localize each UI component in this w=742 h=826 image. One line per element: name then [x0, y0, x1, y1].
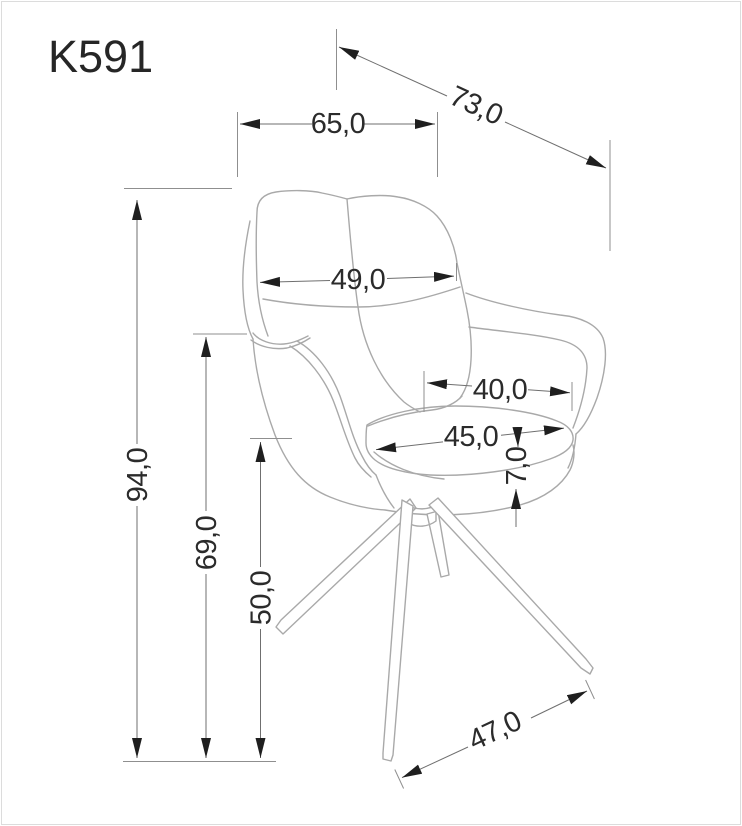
- leg-back-middle: [426, 510, 450, 578]
- dim-seat-height-label: 50,0: [246, 571, 278, 625]
- dim-overall-height-label: 94,0: [122, 448, 154, 502]
- dim-overall-width: 65,0: [237, 108, 438, 177]
- seat-cushion: [365, 405, 574, 477]
- leg-front-right: [428, 497, 594, 675]
- backrest-outline: [255, 189, 472, 399]
- chair-drawing: [242, 189, 607, 762]
- dim-seat-thickness-label: 7,0: [501, 447, 533, 486]
- back-shell-left-edge: [242, 220, 254, 340]
- dim-base-depth-label: 47,0: [464, 705, 527, 757]
- seat-front-edge: [375, 474, 395, 509]
- dim-overall-depth-label: 73,0: [445, 80, 508, 132]
- dim-seat-width: 45,0: [375, 421, 565, 453]
- dim-base-depth: 47,0: [394, 679, 595, 789]
- left-wing-roll-bottom: [250, 337, 311, 350]
- backrest-horizontal-seam: [262, 286, 461, 308]
- dim-overall-width-label: 65,0: [311, 108, 365, 140]
- seat-back-junction-seam: [367, 395, 463, 427]
- leg-front-left: [382, 499, 414, 762]
- left-wing-inner-curve: [289, 345, 372, 478]
- dim-backrest-width-label: 49,0: [331, 264, 385, 296]
- dim-armrest-height-label: 69,0: [191, 516, 223, 570]
- right-armrest-outer: [465, 292, 607, 435]
- dim-seat-depth: 40,0: [423, 371, 573, 412]
- seat-cushion-seam: [373, 451, 445, 480]
- backrest-center-seam: [346, 198, 421, 413]
- dim-backrest-width: 49,0: [259, 263, 457, 296]
- left-wing-roll-top: [252, 332, 309, 345]
- dim-overall-depth: 73,0: [336, 29, 611, 251]
- dim-seat-height: 50,0: [246, 438, 292, 758]
- page-title: K591: [48, 31, 153, 82]
- dim-overall-height: 94,0: [122, 188, 232, 758]
- right-shell-edge: [567, 433, 577, 469]
- dim-seat-depth-label: 40,0: [473, 374, 527, 406]
- dim-seat-width-label: 45,0: [444, 421, 498, 453]
- dim-armrest-height: 69,0: [191, 333, 247, 758]
- seat-shell-outline: [252, 338, 575, 516]
- left-wing-outer-curve: [296, 340, 377, 476]
- right-armrest-inner: [468, 326, 588, 429]
- leg-back-left: [275, 498, 417, 635]
- dim-seat-thickness: 7,0: [501, 426, 533, 527]
